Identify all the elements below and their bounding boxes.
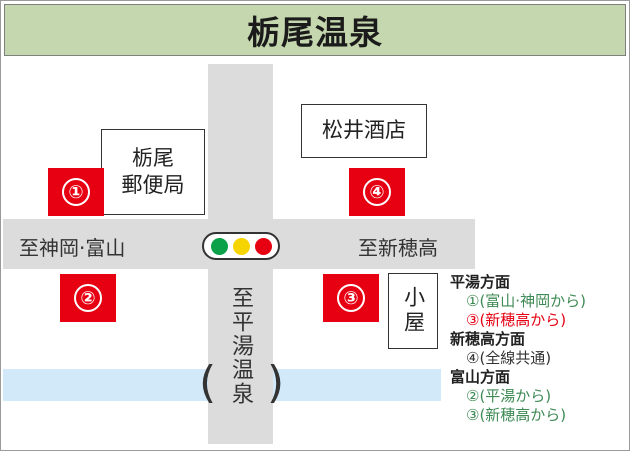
legend-group: 富山方面 ②(平湯から) ③(新穂高から) bbox=[450, 368, 628, 425]
road-label-south: 至平湯温泉 bbox=[228, 286, 253, 406]
marker-number: ③ bbox=[337, 284, 365, 312]
marker-number: ① bbox=[62, 178, 90, 206]
road-label-east: 至新穂高 bbox=[358, 236, 438, 260]
legend-route: ②(平湯から) bbox=[466, 387, 552, 405]
liquor-store: 松井酒店 bbox=[301, 104, 427, 158]
post-office: 栃尾 郵便局 bbox=[101, 129, 205, 215]
signal-green-lamp bbox=[210, 237, 228, 255]
marker-number: ② bbox=[74, 284, 102, 312]
signal-red-lamp bbox=[254, 237, 272, 255]
legend-heading: 富山方面 bbox=[450, 368, 511, 386]
hut: 小屋 bbox=[388, 273, 438, 349]
traffic-signal-icon bbox=[202, 232, 280, 260]
road-label-west: 至神岡·富山 bbox=[19, 236, 126, 260]
bus-stop-marker-2[interactable]: ② bbox=[60, 274, 116, 322]
bus-stop-marker-1[interactable]: ① bbox=[48, 168, 104, 216]
bridge-right-icon: ) bbox=[267, 357, 285, 408]
legend-heading: 新穂高方面 bbox=[450, 330, 526, 348]
marker-number: ④ bbox=[363, 178, 391, 206]
post-office-label: 栃尾 郵便局 bbox=[121, 145, 185, 197]
legend-route: ③(新穂高から) bbox=[466, 311, 567, 329]
bus-stop-marker-3[interactable]: ③ bbox=[323, 274, 379, 322]
map-title: 栃尾温泉 bbox=[4, 4, 626, 56]
legend-route: ④(全線共通) bbox=[466, 349, 552, 367]
bus-stop-marker-4[interactable]: ④ bbox=[349, 168, 405, 216]
legend-route: ①(富山·神岡から) bbox=[466, 292, 586, 310]
legend-route: ③(新穂高から) bbox=[466, 406, 567, 424]
hut-label: 小屋 bbox=[401, 286, 426, 336]
legend-heading: 平湯方面 bbox=[450, 273, 511, 291]
legend-group: 新穂高方面 ④(全線共通) bbox=[450, 330, 628, 368]
bridge-left-icon: ( bbox=[199, 357, 217, 408]
signal-yellow-lamp bbox=[232, 237, 250, 255]
legend: 平湯方面 ①(富山·神岡から) ③(新穂高から) 新穂高方面 ④(全線共通) 富… bbox=[450, 273, 628, 425]
legend-group: 平湯方面 ①(富山·神岡から) ③(新穂高から) bbox=[450, 273, 628, 330]
liquor-store-label: 松井酒店 bbox=[322, 118, 406, 143]
